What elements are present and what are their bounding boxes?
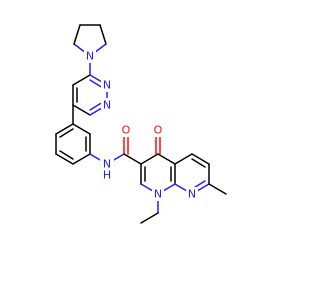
bond xyxy=(72,153,91,165)
atom-amide-nh: N H xyxy=(100,157,114,182)
bond xyxy=(72,74,91,86)
atom-pyridazine-n2: N xyxy=(101,78,113,92)
bond xyxy=(73,24,81,45)
atom-naphthyridine-n8: N xyxy=(186,187,198,201)
atom-label: N xyxy=(103,99,111,112)
molecule-structure: N N N N H O O N N xyxy=(55,24,227,224)
bond xyxy=(55,153,74,165)
bond xyxy=(140,153,159,165)
atom-pyridazine-n1: N xyxy=(101,98,113,112)
bonds xyxy=(55,24,227,224)
bond xyxy=(208,183,227,195)
atom-label: O xyxy=(154,124,163,137)
bond xyxy=(140,212,159,224)
atom-pyrrolidine-n: N xyxy=(84,49,96,63)
bond xyxy=(89,79,104,89)
atom-ketone-o: O xyxy=(151,123,165,137)
bond xyxy=(157,153,176,165)
atom-amide-o: O xyxy=(119,123,133,137)
atom-label: N xyxy=(154,188,162,201)
atom-labels: N N N N H O O N N xyxy=(84,49,198,201)
bond xyxy=(191,153,210,165)
bond xyxy=(72,123,91,135)
atom-naphthyridine-n1: N xyxy=(152,187,164,201)
atom-label: N xyxy=(188,188,196,201)
bond xyxy=(59,128,74,138)
bond xyxy=(59,150,74,160)
atom-label-h: H xyxy=(103,169,111,182)
bond xyxy=(174,153,193,165)
bond xyxy=(99,24,107,45)
bond xyxy=(191,158,206,168)
atom-label: O xyxy=(122,124,131,137)
atom-label: N xyxy=(86,50,94,63)
bond xyxy=(123,153,142,165)
atom-label: N xyxy=(103,79,111,92)
bond xyxy=(72,104,91,116)
bond xyxy=(89,101,104,111)
atom-label: N xyxy=(103,158,111,171)
bond xyxy=(55,123,74,135)
